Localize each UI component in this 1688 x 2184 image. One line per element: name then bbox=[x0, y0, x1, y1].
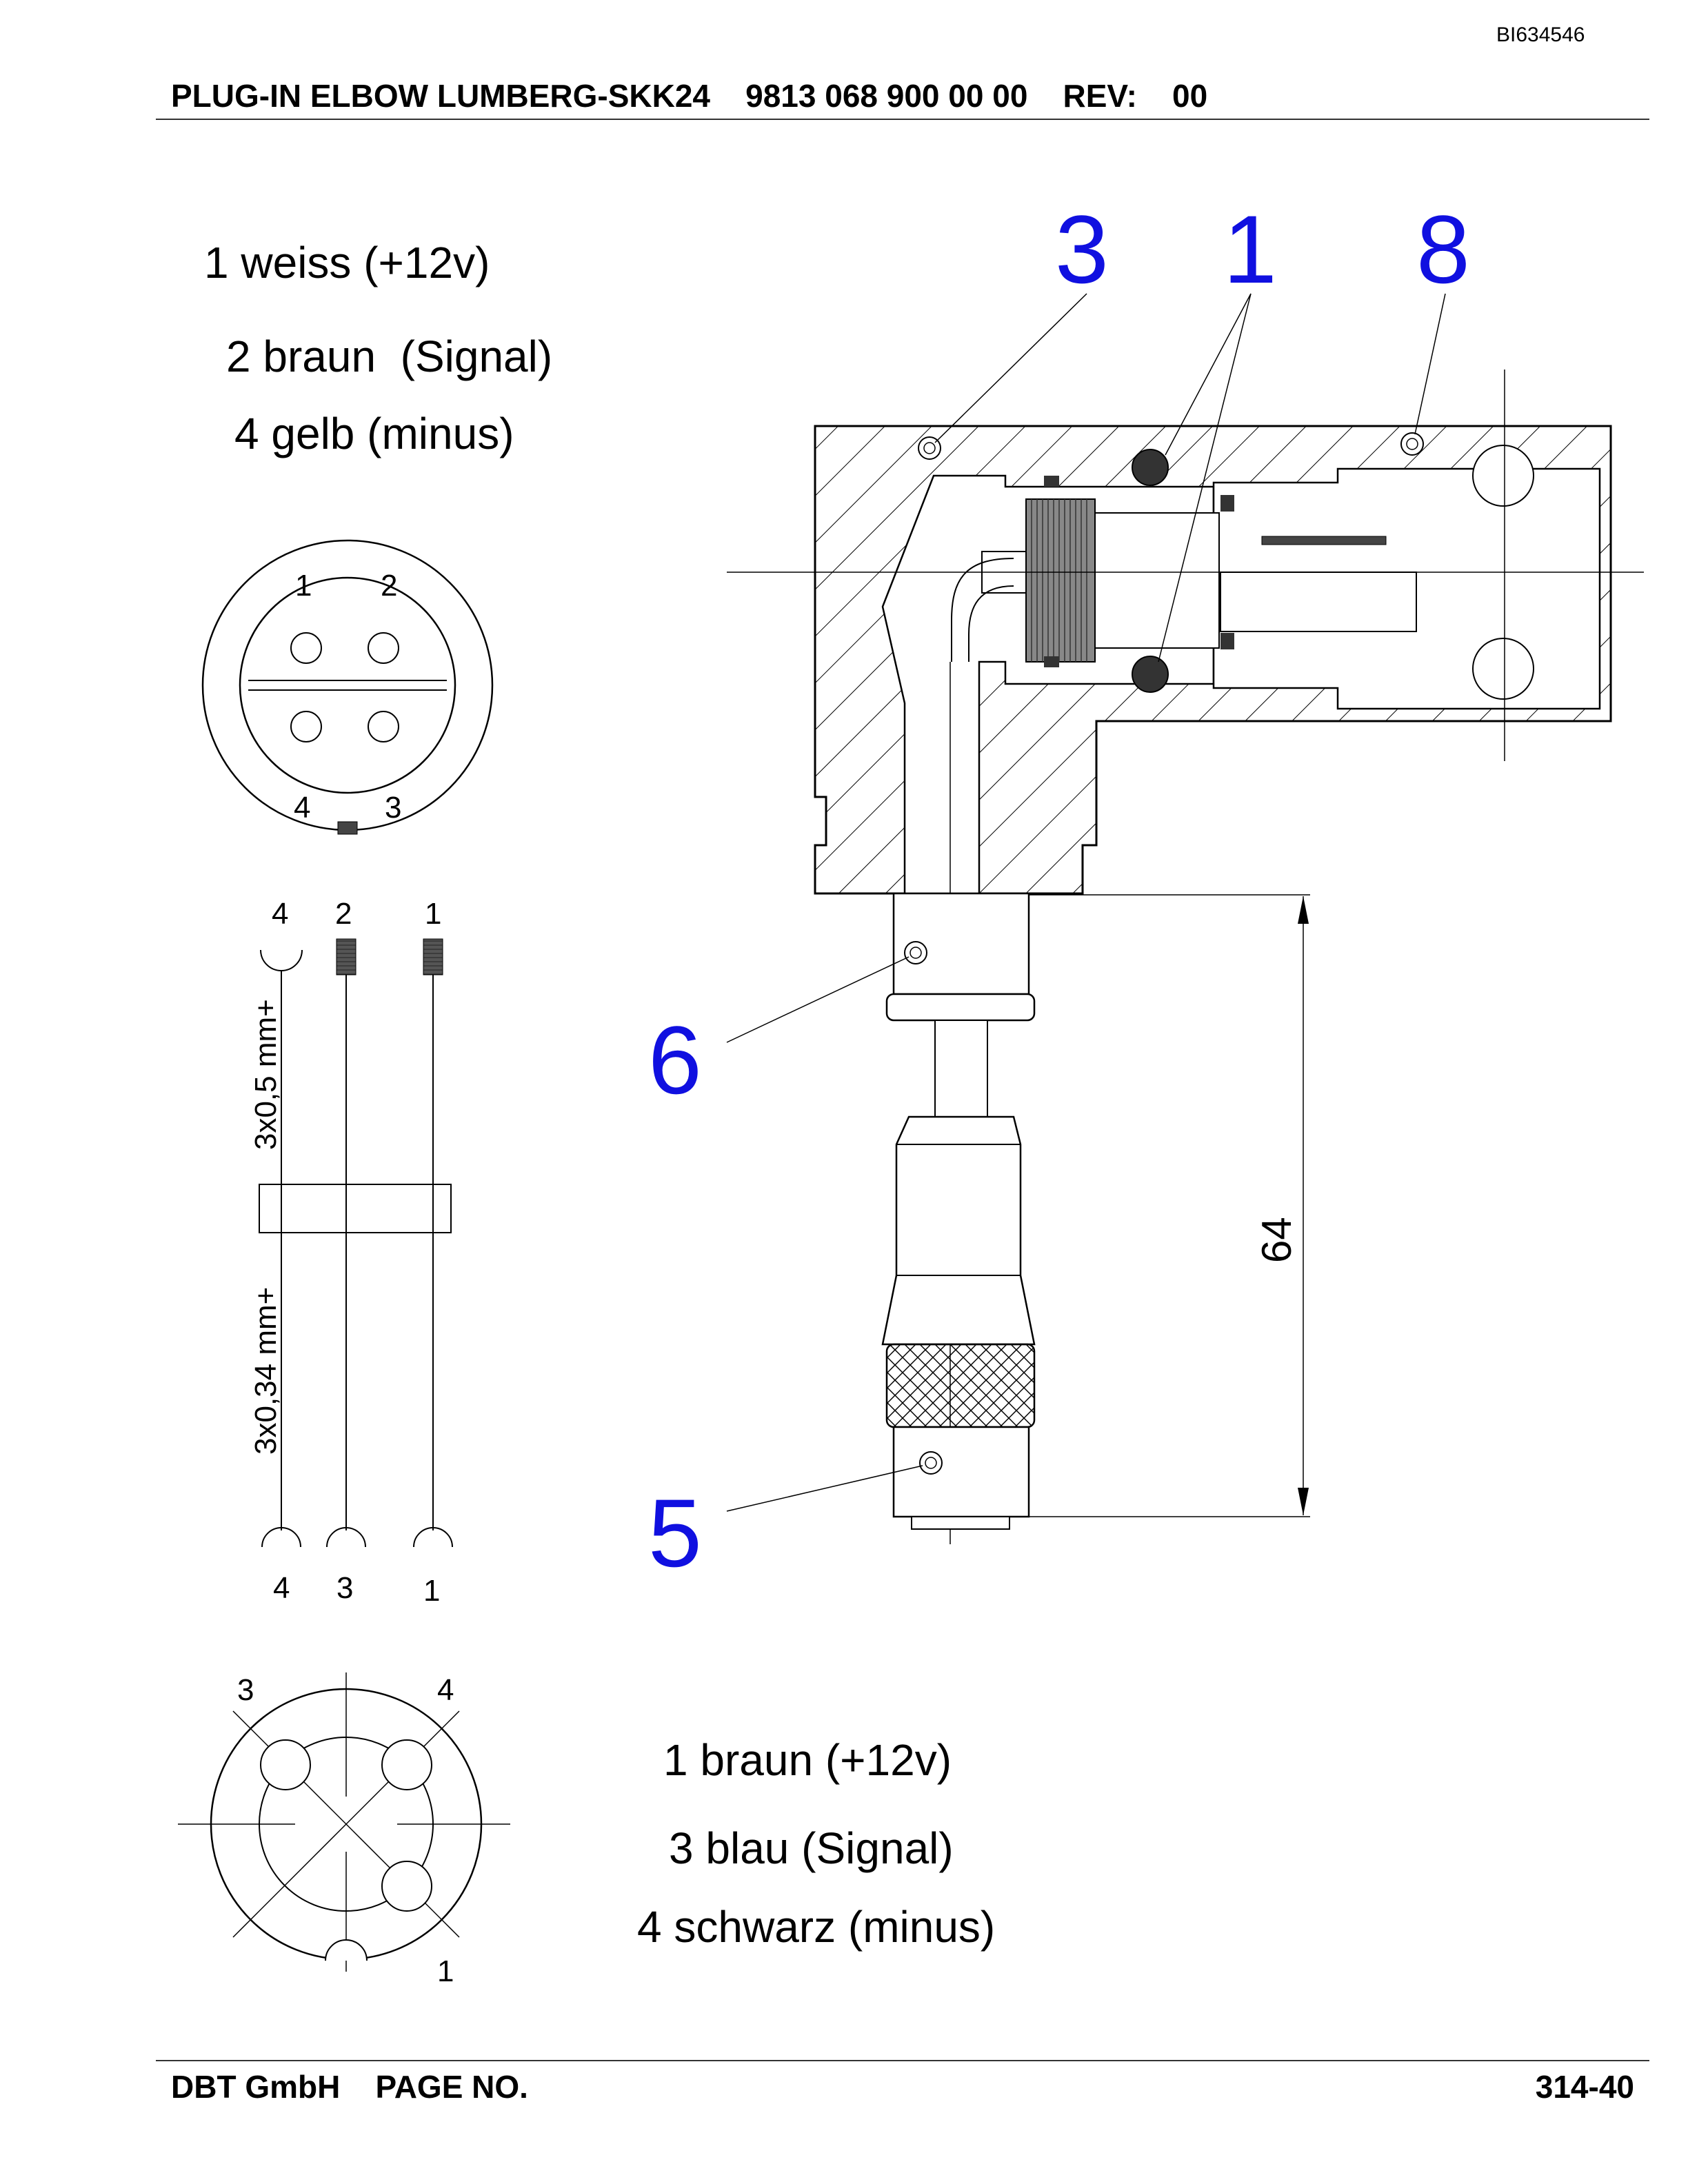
footer-divider bbox=[156, 2060, 1649, 2061]
cable-label-upper: 3x0,5 mm+ bbox=[249, 999, 283, 1150]
cable-label-lower: 3x0,34 mm+ bbox=[249, 1287, 283, 1455]
callouts: 3 1 8 6 5 bbox=[648, 195, 1470, 1587]
page-title: PLUG-IN ELBOW LUMBERG-SKK24 9813 068 900… bbox=[171, 78, 1208, 114]
top-wire-3: 4 gelb (minus) bbox=[234, 409, 514, 458]
cable-bottom-pin-4: 4 bbox=[273, 1571, 290, 1605]
top-wire-1: 1 weiss (+12v) bbox=[204, 238, 490, 287]
top-connector-pin-2: 2 bbox=[381, 569, 397, 603]
cable-bottom-pin-1: 1 bbox=[423, 1574, 440, 1608]
bottom-connector-pin-1: 1 bbox=[437, 1954, 454, 1988]
cable-top-pin-4: 4 bbox=[272, 897, 288, 931]
callout-3: 3 bbox=[1055, 195, 1109, 303]
top-connector-pin-3: 3 bbox=[385, 791, 401, 825]
cable-schematic: 4 2 1 3x0,5 mm+ 3x0,34 mm+ 4 3 1 bbox=[249, 897, 453, 1608]
callout-8: 8 bbox=[1416, 195, 1470, 303]
callout-5: 5 bbox=[648, 1479, 702, 1587]
document-id: BI634546 bbox=[1496, 23, 1585, 46]
top-connector-face: 1 2 4 3 bbox=[201, 539, 494, 835]
page-number: 314-40 bbox=[1535, 2069, 1634, 2105]
elbow-housing-section bbox=[727, 370, 1644, 1544]
cable-connector-body bbox=[881, 892, 1036, 1530]
cable-bottom-pin-3: 3 bbox=[336, 1571, 353, 1605]
cable-top-pin-2: 2 bbox=[335, 897, 352, 931]
bottom-wire-1: 1 braun (+12v) bbox=[663, 1735, 952, 1785]
top-connector-pin-1: 1 bbox=[295, 569, 312, 603]
header-divider bbox=[156, 119, 1649, 120]
reference-markers bbox=[918, 432, 1424, 460]
bottom-connector-face: 3 4 1 bbox=[178, 1672, 510, 1988]
footer-company: DBT GmbH PAGE NO. bbox=[171, 2069, 528, 2105]
dimension-value: 64 bbox=[1254, 1217, 1300, 1263]
bottom-wire-3: 4 schwarz (minus) bbox=[637, 1902, 996, 1952]
bottom-connector-pin-4: 4 bbox=[437, 1673, 454, 1707]
bottom-wire-2: 3 blau (Signal) bbox=[669, 1823, 954, 1873]
cable-top-pin-1: 1 bbox=[425, 897, 441, 931]
top-connector-pin-4: 4 bbox=[294, 791, 310, 825]
callout-6: 6 bbox=[648, 1006, 702, 1114]
bottom-connector-pin-3: 3 bbox=[237, 1673, 254, 1707]
top-wire-2: 2 braun (Signal) bbox=[226, 332, 553, 381]
callout-1: 1 bbox=[1223, 195, 1277, 303]
dimension-64: 64 bbox=[1029, 894, 1310, 1517]
